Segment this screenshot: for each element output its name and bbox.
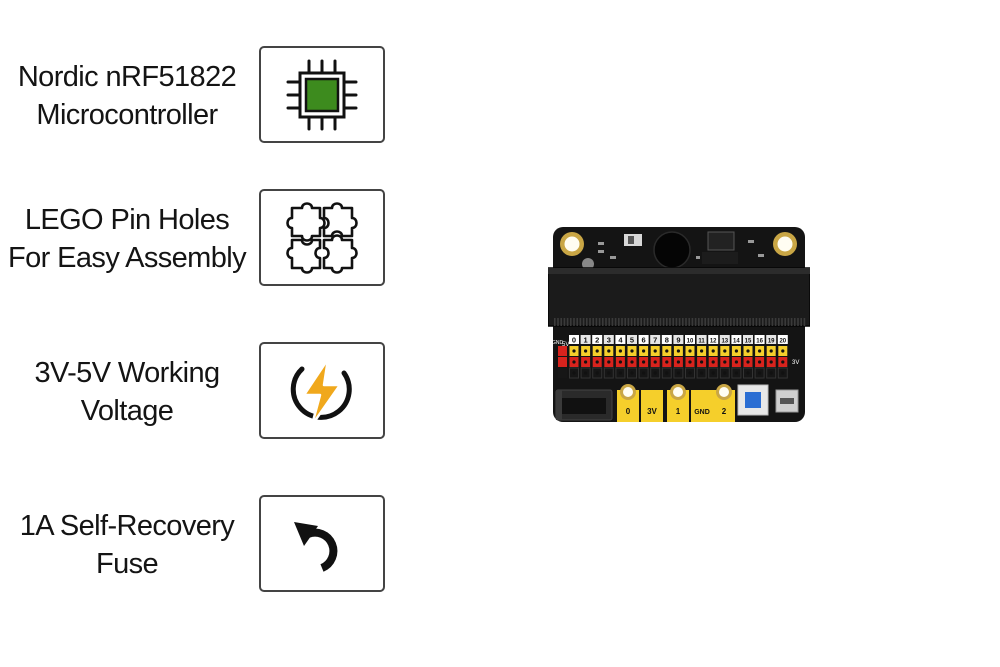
micro-usb-port [775,389,799,413]
feature-fuse: 1A Self-Recovery Fuse [0,495,400,595]
pin-column: 16 [754,335,765,379]
pin-number-label: 19 [768,339,775,345]
pin-column: 0 [569,335,579,379]
feature-label-line-2: Microcontroller [36,99,218,131]
pin-number-label: 14 [733,339,740,345]
logo-mark [582,258,594,270]
label-5v: 5V [562,342,569,348]
pin-number-label: 15 [745,339,752,345]
feature-label-line-2: For Easy Assembly [8,242,247,274]
pin-column: 3 [603,335,614,379]
pin-number-label: 8 [665,336,669,345]
label-3v: 3V [792,360,799,366]
feature-icon-box [259,495,385,592]
pin-column: 4 [615,335,626,379]
pin-number-label: 1 [584,336,588,345]
undo-arrow-icon [294,521,338,572]
pin-column: 20 [777,335,788,379]
reset-button [737,384,769,416]
mounting-hole-right [773,232,797,256]
feature-icon-box [259,46,385,143]
pin-column: 15 [743,335,753,379]
feature-label: LEGO Pin Holes For Easy Assembly [0,189,254,289]
edge-pad: 1 [667,384,689,422]
feature-icon-box [259,342,385,439]
pin-column: 6 [638,335,649,379]
pin-number-label: 5 [630,336,634,345]
pin-column: 13 [719,335,730,379]
pin-column: 1 [580,335,591,379]
pin-number-label: 11 [698,339,705,345]
pin-number-label: 12 [710,339,717,345]
pin-column: 9 [673,335,684,379]
feature-label: 3V-5V Working Voltage [0,342,254,442]
feature-label: 1A Self-Recovery Fuse [0,495,254,595]
edge-pad: 3V [641,390,663,422]
pin-column: 10 [685,335,695,379]
feature-label: Nordic nRF51822 Microcontroller [0,46,254,146]
pin-number-label: 3 [607,336,611,345]
feature-icon-box [259,189,385,286]
feature-label-line-2: Fuse [95,548,159,580]
feature-lego-holes: LEGO Pin Holes For Easy Assembly [0,189,400,289]
pin-column: 14 [731,335,742,379]
feature-label-line-1: 3V-5V Working [34,357,220,389]
pin-number-label: 9 [676,336,680,345]
pin-column: 7 [650,335,661,379]
pin-column: 12 [708,335,719,379]
pin-column: 11 [696,335,707,379]
mounting-hole-left [560,232,584,256]
pin-number-label: 20 [779,339,786,345]
edge-pad-label: 0 [626,407,631,416]
feature-label-line-1: 1A Self-Recovery [19,510,235,542]
feature-label-line-1: LEGO Pin Holes [24,204,230,236]
pin-number-label: 2 [595,336,599,345]
pin-number-label: 10 [687,339,694,345]
edge-pad-label: GND [694,409,710,416]
pin-column: 2 [592,335,603,379]
edge-pad: 0 [617,384,639,422]
feature-label-line-1: Nordic nRF51822 [17,61,237,93]
lightning-icon [290,357,352,426]
edge-pad: GND [691,390,713,422]
pin-number-label: 7 [653,336,657,345]
pin-column: 5 [627,335,637,379]
feature-voltage: 3V-5V Working Voltage [0,342,400,442]
feature-microcontroller: Nordic nRF51822 Microcontroller [0,46,400,146]
label-gnd: GND [552,340,564,346]
microchip-icon [286,59,358,130]
pin-number-label: 0 [572,336,576,345]
edge-pad: 2 [713,384,735,422]
pin-column: 19 [766,335,777,379]
pin-column: 8 [661,335,672,379]
pin-number-label: 6 [642,336,646,345]
feature-label-line-2: Voltage [80,395,174,427]
puzzle-icon [286,201,358,274]
edge-pad-label: 2 [722,407,727,416]
regulator-chip [707,231,735,251]
pin-number-label: 13 [721,339,728,345]
pin-number-label: 16 [756,339,763,345]
buzzer [653,231,691,269]
pin-number-label: 4 [618,336,623,345]
edge-pad-label: 1 [676,407,681,416]
edge-connector [547,267,811,327]
edge-pad-label: 3V [647,407,657,416]
